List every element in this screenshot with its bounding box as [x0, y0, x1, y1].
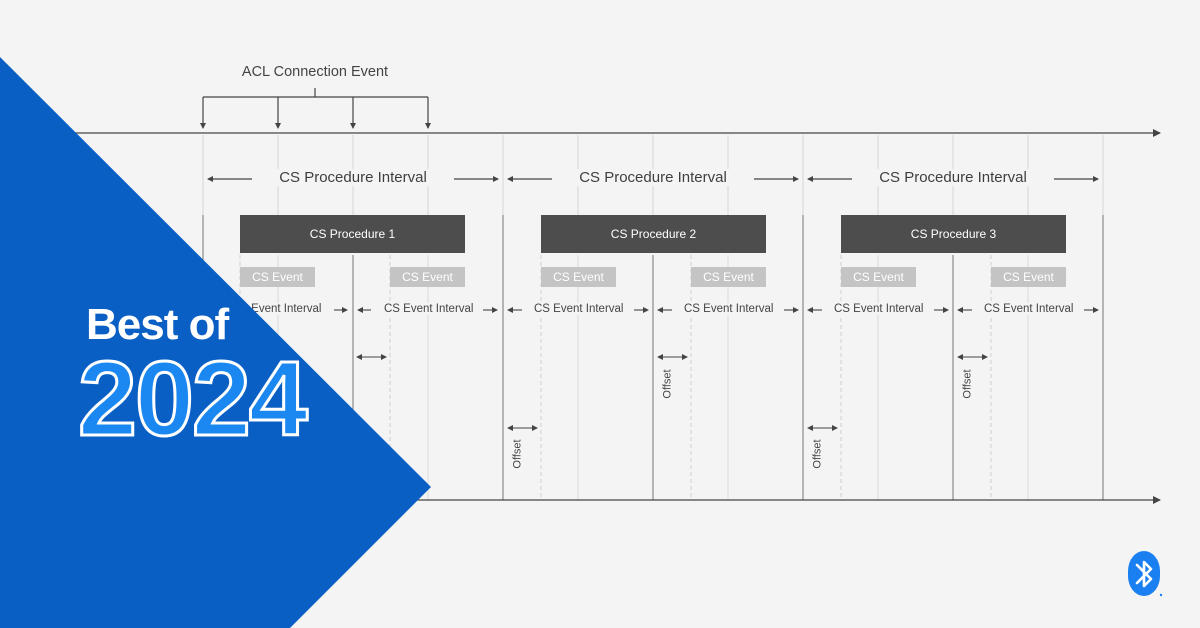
cs-event-interval-label: CS Event Interval — [533, 303, 625, 315]
cs-procedure-interval-label-3: CS Procedure Interval — [858, 169, 1048, 186]
acl-connection-event-label: ACL Connection Event — [241, 64, 389, 80]
offset-label: Offset — [511, 439, 524, 469]
cs-event-interval-label: CS Event Interval — [683, 303, 775, 315]
cs-event-box: CS Event — [390, 267, 465, 287]
cs-event-interval-label: CS Event Interval — [833, 303, 925, 315]
cs-procedure-1-box: CS Procedure 1 — [240, 215, 465, 253]
cs-event-box: CS Event — [691, 267, 766, 287]
cs-event-interval-label: CS Event Interval — [983, 303, 1075, 315]
cs-procedure-interval-label-2: CS Procedure Interval — [558, 169, 748, 186]
bluetooth-icon — [1128, 551, 1163, 597]
offset-label: Offset — [961, 369, 974, 399]
best-of-title: Best of — [86, 300, 229, 349]
cs-event-box: CS Event — [240, 267, 315, 287]
cs-event-box: CS Event — [841, 267, 916, 287]
cs-procedure-3-box: CS Procedure 3 — [841, 215, 1066, 253]
cs-event-interval-label: CS Event Interval — [383, 303, 475, 315]
cs-event-box: CS Event — [541, 267, 616, 287]
anchor-label-line-3: Anchor Point — [74, 465, 156, 481]
cs-event-interval-label: CS Event Interval — [231, 303, 323, 315]
cs-procedure-2-box: CS Procedure 2 — [541, 215, 766, 253]
year-title: 2024 — [77, 340, 310, 458]
offset-label: Offset — [811, 439, 824, 469]
cs-event-box: CS Event — [991, 267, 1066, 287]
offset-label: Offset — [661, 369, 674, 399]
cs-procedure-interval-label-1: CS Procedure Interval — [258, 169, 448, 186]
